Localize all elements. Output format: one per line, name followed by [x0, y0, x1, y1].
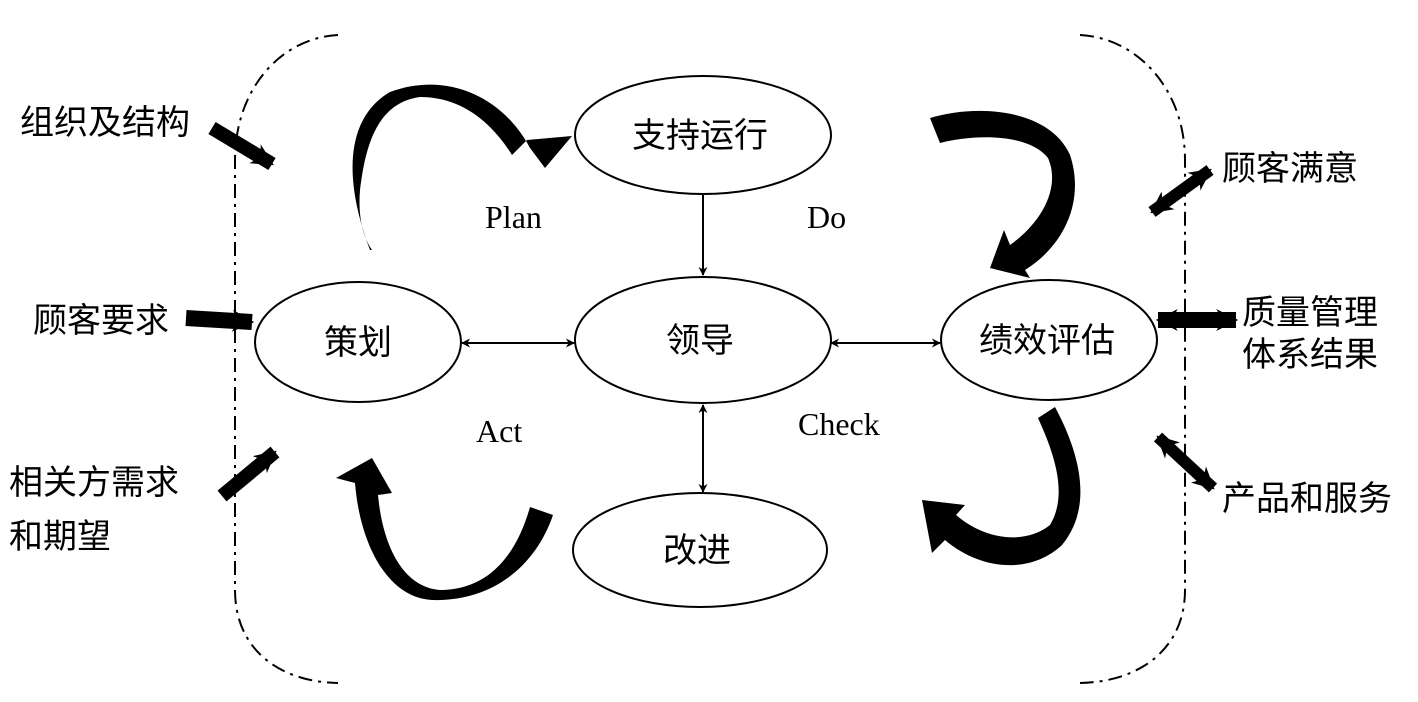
input-label-customer-requirements: 顾客要求: [33, 301, 169, 341]
output-label-customer-satisfaction: 顾客满意: [1222, 149, 1358, 189]
output-arrow-customer-satisfaction: [1148, 165, 1214, 217]
node-improvement-label: 改进: [663, 531, 731, 571]
node-leadership: 领导: [574, 276, 832, 404]
input-label-organization: 组织及结构: [20, 103, 190, 143]
phase-label-act: Act: [476, 413, 522, 449]
output-arrow-products-services: [1153, 432, 1218, 493]
node-leadership-label: 领导: [666, 321, 734, 361]
output-label-products-services: 产品和服务: [1222, 479, 1392, 519]
node-evaluation-label: 绩效评估: [979, 321, 1115, 361]
phase-label-check: Check: [798, 406, 880, 442]
input-arrow-stakeholders: [217, 446, 280, 502]
curved-arrow-act: [336, 458, 553, 601]
node-plan-label: 策划: [324, 323, 392, 363]
node-support-label: 支持运行: [632, 116, 768, 156]
curved-arrow-check: [922, 407, 1081, 566]
input-label-stakeholders-line2: 和期望: [9, 517, 111, 557]
node-support: 支持运行: [574, 75, 832, 195]
phase-label-plan: Plan: [485, 199, 542, 235]
output-label-qms-results-line1: 质量管理: [1242, 293, 1378, 333]
curved-arrow-do: [930, 110, 1075, 278]
output-label-qms-results-line2: 体系结果: [1242, 335, 1378, 375]
input-arrow-customer-requirements: [185, 309, 255, 332]
node-evaluation: 绩效评估: [940, 279, 1158, 401]
input-arrow-organization: [208, 121, 276, 171]
node-plan: 策划: [254, 281, 462, 403]
node-improvement: 改进: [572, 492, 828, 608]
phase-label-do: Do: [807, 199, 846, 235]
boundary-left: [234, 34, 339, 684]
input-label-stakeholders-line1: 相关方需求: [9, 463, 179, 503]
boundary-right: [1079, 34, 1186, 684]
